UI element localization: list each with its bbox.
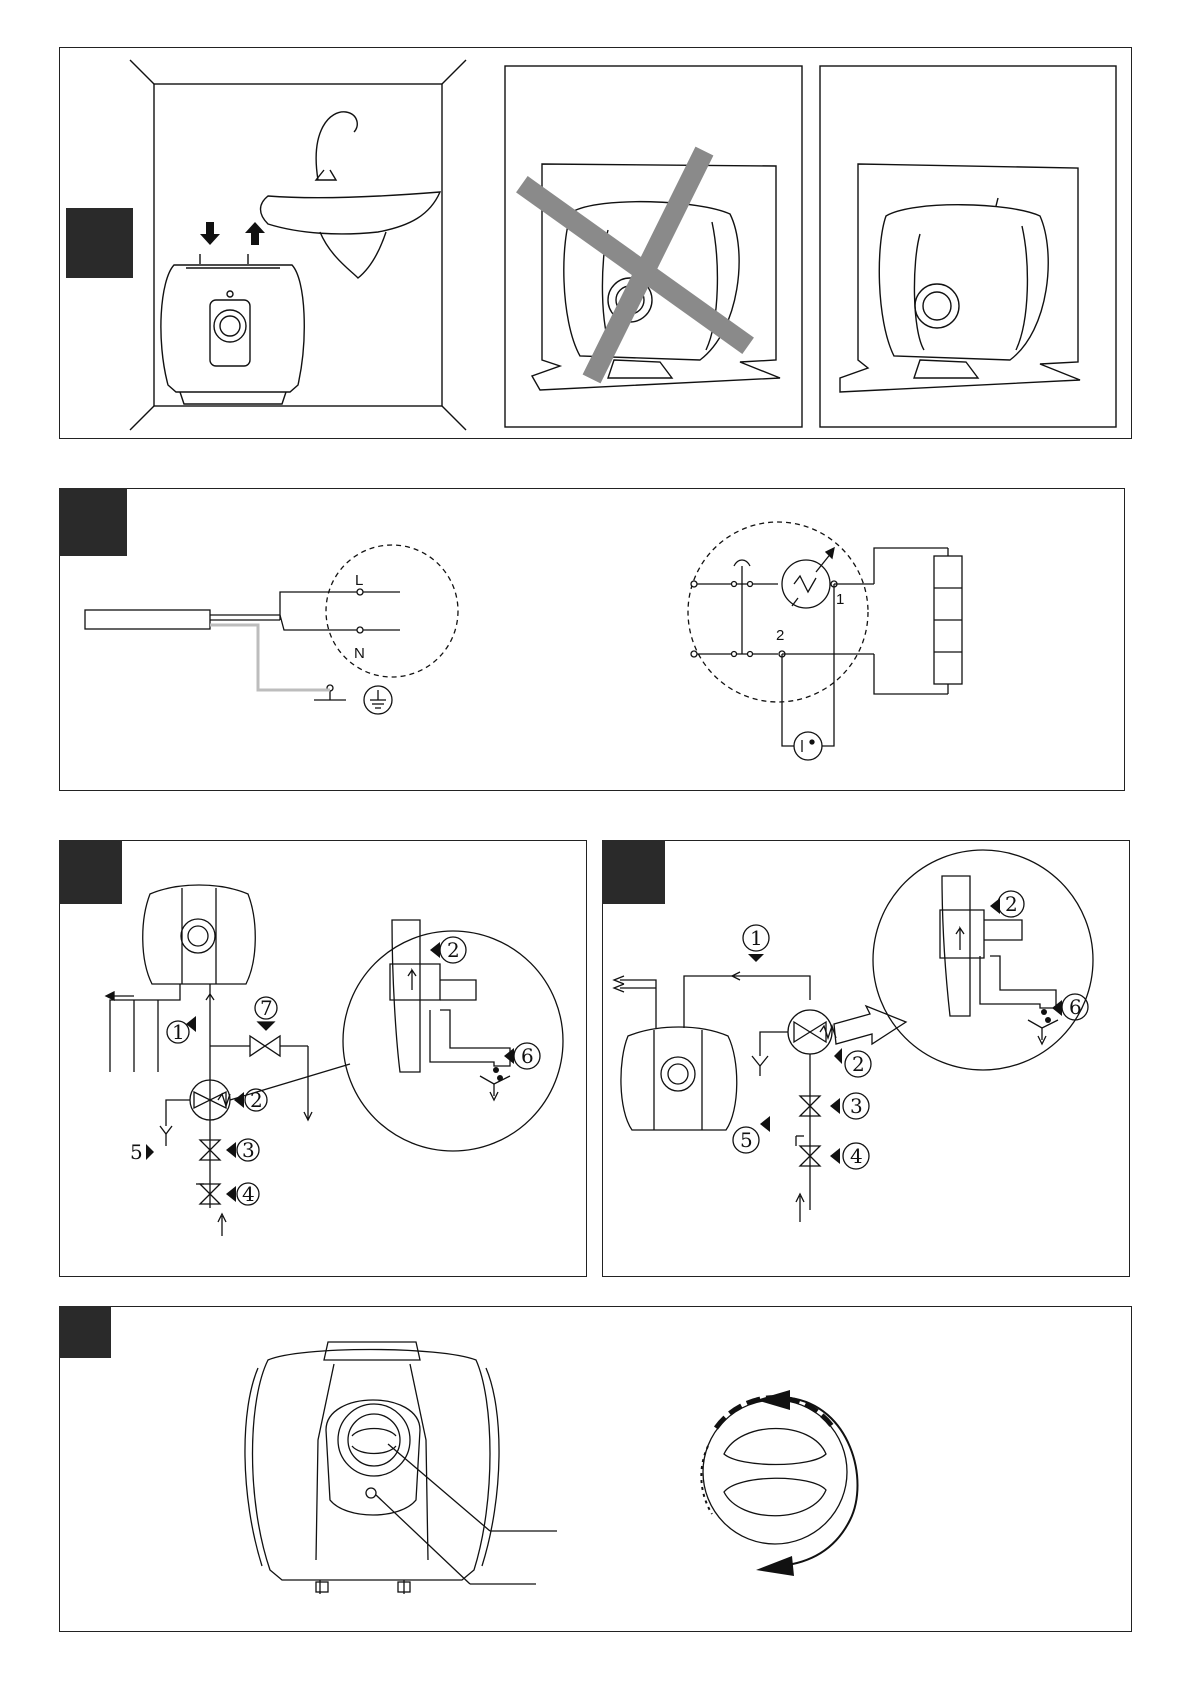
heater-icon [245,1342,499,1594]
rotate-arrow-icon [756,1390,858,1576]
